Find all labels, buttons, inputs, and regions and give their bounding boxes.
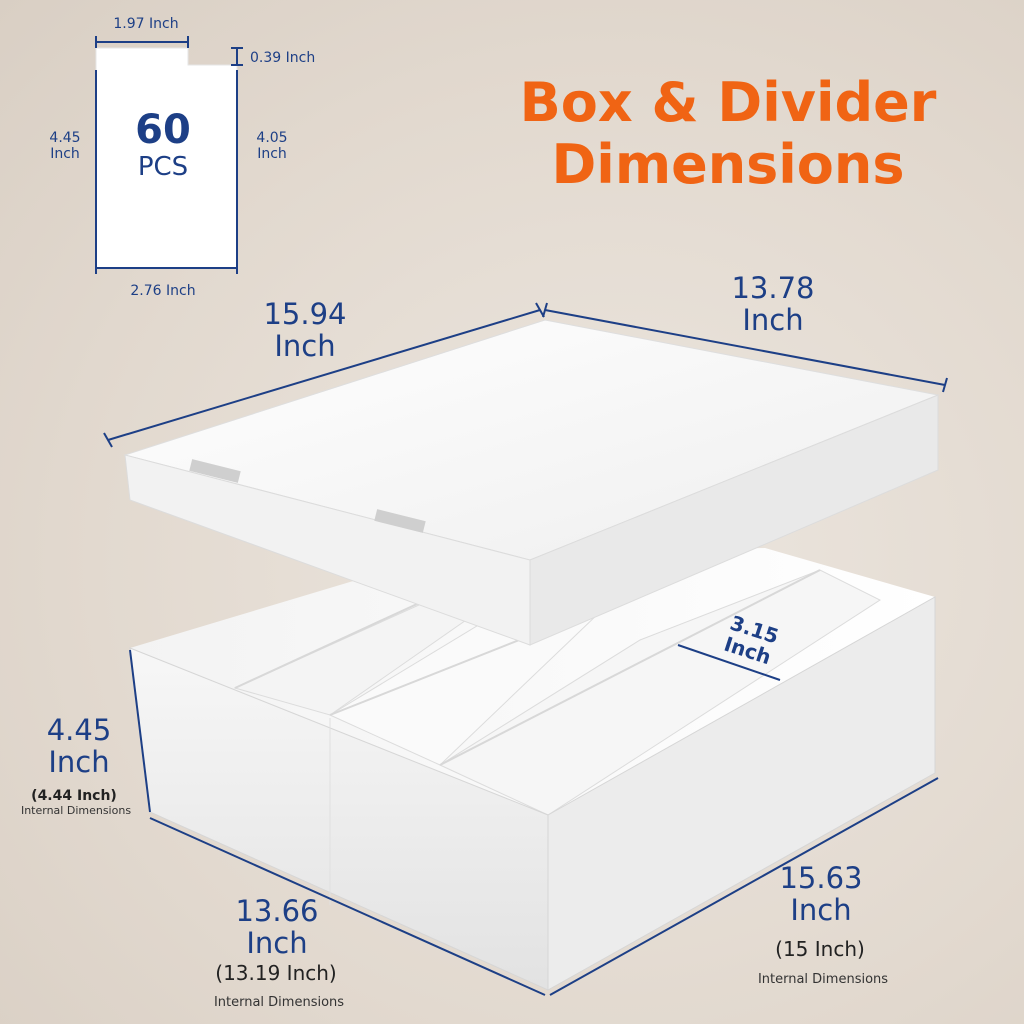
box-base [129, 548, 936, 991]
box-front-value: 13.66 [235, 894, 319, 928]
divider-right-height-value: 4.05 [256, 130, 288, 146]
divider-left-height: 4.45 Inch [40, 130, 90, 162]
divider-bottom-width: 2.76 Inch [130, 283, 196, 299]
divider-left-height-value: 4.45 [49, 130, 81, 146]
box-lid [123, 319, 940, 646]
divider-quantity: 60 [135, 107, 191, 153]
dimension-lines [103, 302, 948, 996]
box-height-dimension: 4.45 Inch [24, 714, 134, 778]
lid-width-unit: Inch [742, 303, 804, 337]
lid-width-value: 13.78 [731, 271, 815, 305]
box-front-internal: (13.19 Inch) [215, 961, 337, 985]
lid-length-value: 15.94 [263, 297, 347, 331]
box-side-internal: (15 Inch) [775, 937, 865, 961]
divider-quantity-unit: PCS [137, 152, 189, 182]
box-height-value: 4.45 [46, 713, 112, 747]
divider-right-height-unit: Inch [257, 146, 287, 162]
box-front-unit: Inch [246, 926, 308, 960]
title-line-2: Dimensions [551, 133, 905, 196]
box-side-unit: Inch [790, 893, 852, 927]
divider-notch-height: 0.39 Inch [250, 50, 316, 66]
divider-left-height-unit: Inch [50, 146, 80, 162]
page-title: Box & Divider Dimensions [508, 72, 948, 196]
box-side-dimension: 15.63 Inch [756, 862, 886, 926]
divider-top-width: 1.97 Inch [113, 16, 179, 32]
box-side-internal-label: Internal Dimensions [757, 972, 889, 987]
lid-length-dimension: 15.94 Inch [240, 298, 370, 362]
box-height-internal: (4.44 Inch) [31, 788, 117, 804]
lid-length-unit: Inch [274, 329, 336, 363]
title-line-1: Box & Divider [519, 71, 937, 134]
box-front-dimension: 13.66 Inch [212, 895, 342, 959]
box-front-internal-label: Internal Dimensions [213, 995, 345, 1010]
box-height-internal-label: Internal Dimensions [20, 804, 132, 817]
box-side-value: 15.63 [779, 861, 863, 895]
divider-card [95, 36, 243, 274]
box-height-unit: Inch [48, 745, 110, 779]
lid-width-dimension: 13.78 Inch [708, 272, 838, 336]
divider-right-height: 4.05 Inch [247, 130, 297, 162]
